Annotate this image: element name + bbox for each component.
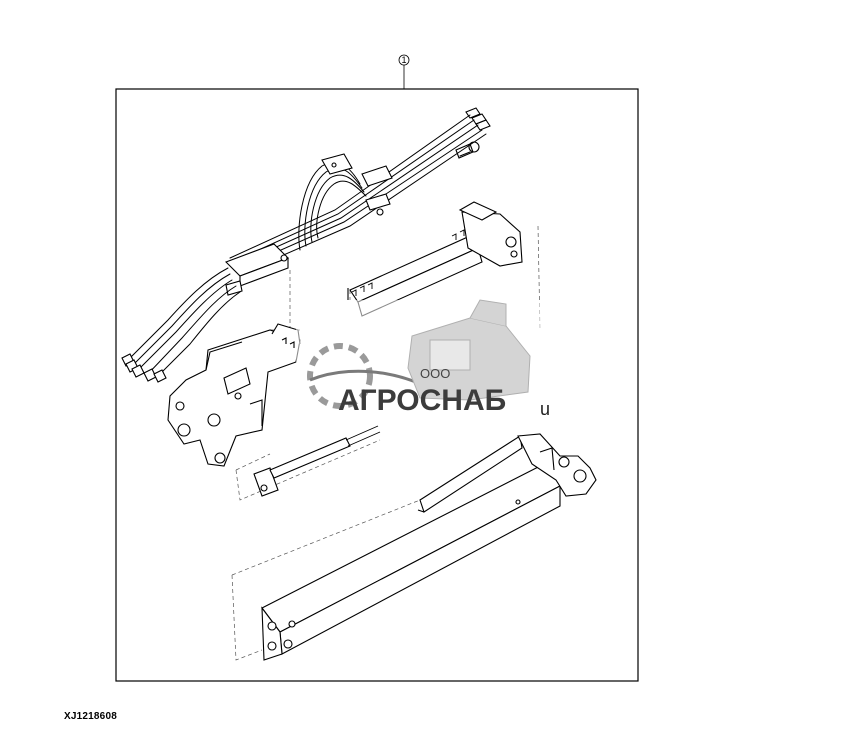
hydraulic-hoses <box>121 107 491 383</box>
kit-frame <box>115 88 639 682</box>
callout-1[interactable]: 1 <box>398 54 410 89</box>
figure-reference: XJ1218608 <box>64 711 117 722</box>
boom-arm <box>261 433 597 661</box>
harvester-icon <box>407 299 531 401</box>
boom-bracket <box>167 323 301 467</box>
gear-icon <box>307 343 373 409</box>
watermark-name: АГРОСНАБ <box>338 384 506 417</box>
watermark: ООО АГРОСНАБ u <box>296 299 550 420</box>
small-cylinder <box>253 425 381 497</box>
watermark-prefix: ООО <box>420 366 450 381</box>
callout-number: 1 <box>401 55 406 65</box>
assembly-dashed-lines <box>231 225 541 661</box>
upper-cylinder <box>347 201 523 317</box>
watermark-suffix: u <box>540 399 550 419</box>
